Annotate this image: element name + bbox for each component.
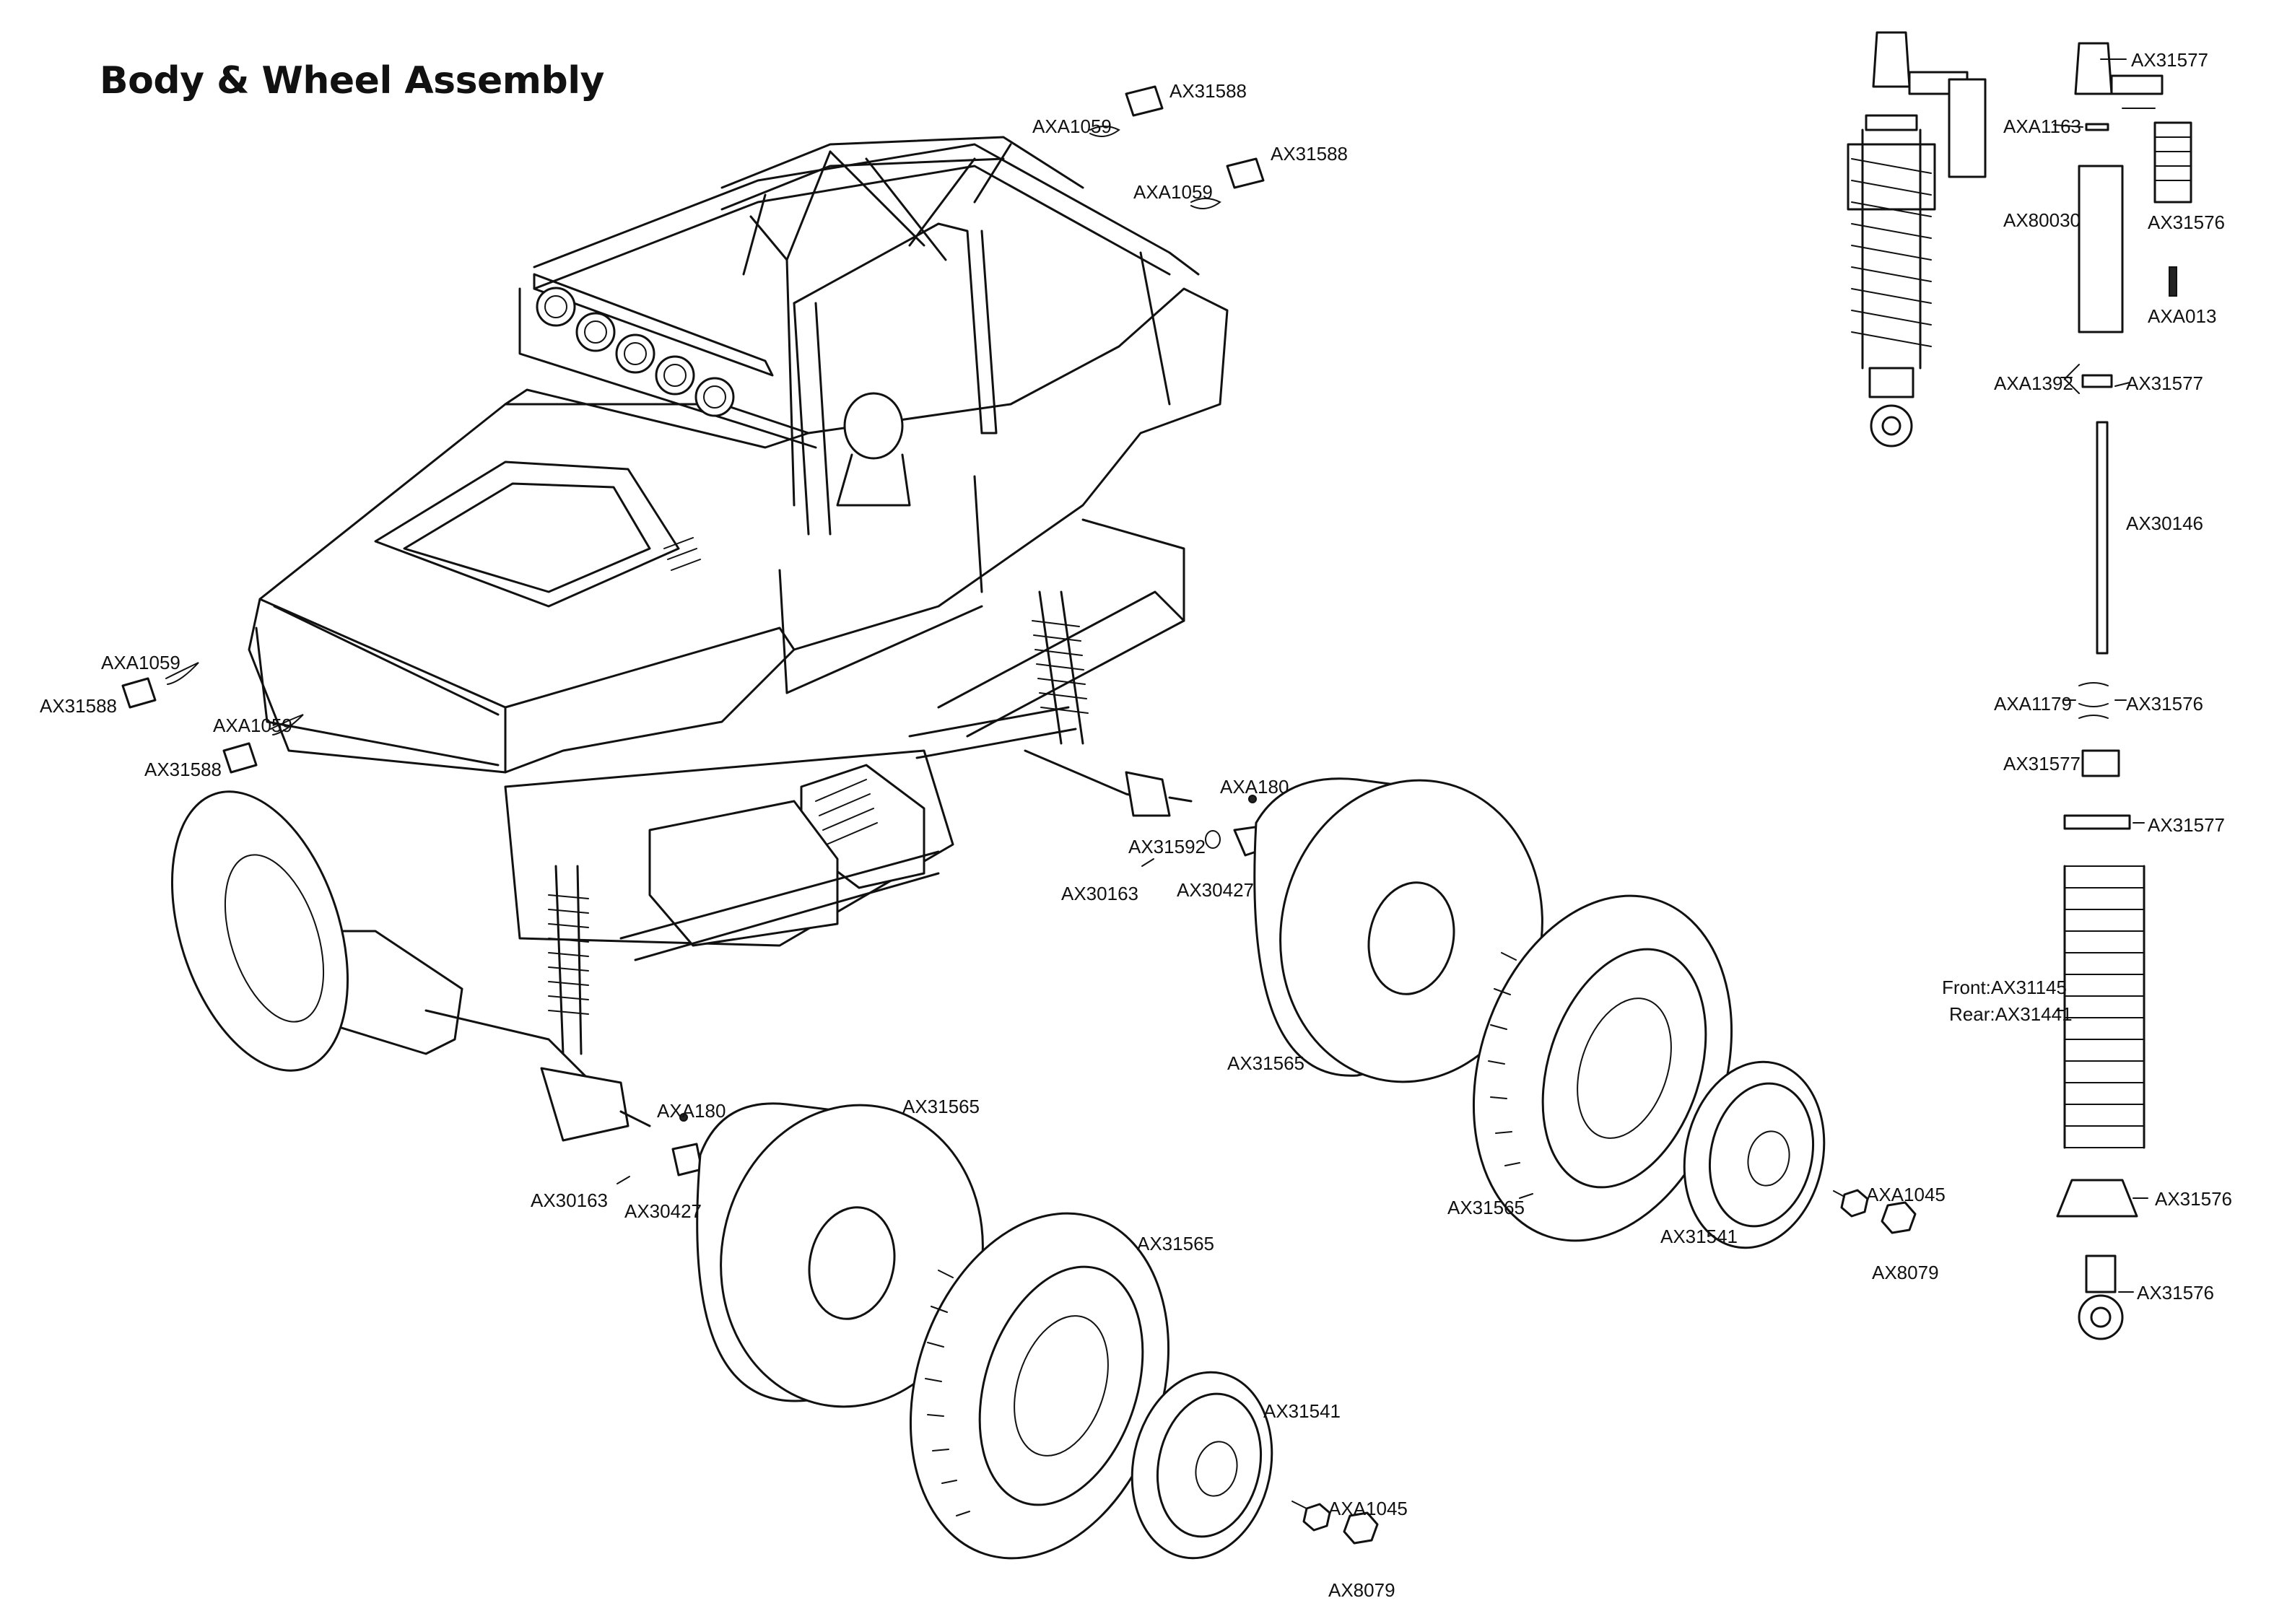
part-label: AX31588 — [1169, 80, 1247, 102]
part-label: AXA1163 — [2003, 115, 2081, 137]
part-label: AXA1179 — [1994, 693, 2072, 715]
part-label: AX31576 — [2148, 211, 2225, 233]
part-label: AX31576 — [2137, 1282, 2214, 1304]
part-label: AXA1059 — [1032, 115, 1112, 137]
part-label: Front:AX31145 — [1942, 977, 2067, 998]
wheel-left — [1131, 1371, 1273, 1560]
truck-body-shell — [248, 287, 1229, 774]
part-label: AX30163 — [1061, 883, 1138, 904]
body-clips — [121, 85, 1265, 774]
part-label: AX30427 — [1177, 879, 1254, 901]
part-label: AX31565 — [1227, 1052, 1304, 1074]
part-label: AXA180 — [657, 1100, 726, 1122]
part-label: AXA1059 — [101, 652, 180, 673]
part-label: AX31541 — [1263, 1400, 1341, 1422]
tire-insert-rear — [696, 1102, 984, 1408]
part-label: AX31577 — [2126, 372, 2203, 394]
part-label: AX31577 — [2131, 49, 2208, 71]
part-label: Rear:AX31441 — [1949, 1003, 2073, 1025]
tire-insert-front — [1253, 777, 1543, 1083]
shock-assembled — [1847, 31, 1987, 448]
shock-parts — [2056, 42, 2192, 1340]
tire-right — [1472, 894, 1733, 1242]
part-label: AX8079 — [1328, 1579, 1395, 1601]
part-label: AX31565 — [1137, 1233, 1214, 1254]
part-label: AXA1059 — [1133, 181, 1213, 203]
part-label: AXA1045 — [1328, 1498, 1408, 1519]
part-label: AX30146 — [2126, 512, 2203, 534]
part-label: AX80030 — [2003, 209, 2081, 231]
part-label: AX31565 — [1447, 1197, 1525, 1218]
wheel-hardware — [1302, 1189, 1917, 1545]
part-label: AX31541 — [1660, 1226, 1738, 1247]
wheel-right — [1683, 1060, 1826, 1249]
part-label: AX31588 — [144, 759, 222, 780]
part-label: AX31588 — [1271, 143, 1348, 165]
part-label: AX31577 — [2003, 753, 2081, 774]
part-label: AXA180 — [1220, 776, 1289, 798]
part-label: AX30163 — [531, 1189, 608, 1211]
part-label: AX31577 — [2148, 814, 2225, 836]
part-label: AXA1045 — [1866, 1184, 1946, 1205]
roll-cage — [518, 136, 1200, 536]
part-label: AXA1059 — [213, 715, 292, 736]
part-label: AXA1392 — [1994, 372, 2073, 394]
part-label: AX30427 — [624, 1200, 702, 1222]
part-label: AXA013 — [2148, 305, 2217, 327]
page-title: Body & Wheel Assembly — [100, 59, 604, 102]
part-label: AX31576 — [2155, 1188, 2232, 1210]
part-label: AX31592 — [1128, 836, 1206, 857]
part-label: AX31588 — [40, 695, 117, 717]
part-label: AX8079 — [1872, 1262, 1939, 1283]
part-label: AX31565 — [902, 1096, 980, 1117]
chassis-frame — [170, 518, 1193, 1142]
part-label: AX31576 — [2126, 693, 2203, 715]
leader-lines — [1291, 58, 2156, 1509]
